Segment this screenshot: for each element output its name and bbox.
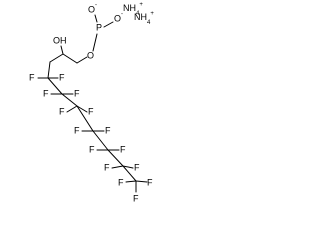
fluorine-14: F [147,177,153,187]
ammonium-1: NH4 + [123,2,143,17]
bond-c4-c5 [92,130,109,151]
fluorine-9: F [89,144,95,154]
fluorine-3: F [43,88,49,98]
bond-o-p [94,14,98,23]
bond-c1-c2 [47,77,63,95]
bond-c5-c6 [107,149,124,167]
bond-c3-c4 [76,105,94,132]
hydroxyl-group: OH [53,35,67,45]
ammonium-2-label: NH [134,12,147,22]
fluorine-12: F [134,162,140,172]
bond-choh-oh [60,45,64,55]
bond-c7-f-right [135,180,148,183]
ammonium-ions: NH4+ NH4+ [123,2,154,26]
oxygen-top-charge: - [95,3,97,9]
bond-c3-f-right [76,105,88,113]
bond-ch2-choh [62,53,78,64]
fluorine-1: F [29,72,35,82]
fluorine-4: F [74,88,80,98]
structural-formula: O - P O - O NH4+ NH4+ OH F F F F F F F F… [29,2,154,204]
bond-c2-c3 [61,93,78,107]
phosphate-group: O - P O - O [87,3,123,61]
bond-c3-f-left [66,105,78,113]
fluorine-5: F [59,106,65,116]
ammonium-2-subscript: 4 [147,20,151,26]
bond-o-ch2 [76,56,88,64]
oxygen-right-charge: - [121,12,123,18]
bond-c6-f-right [122,165,134,169]
fluorine-7: F [74,125,80,135]
ammonium-1-subscript: 4 [136,11,140,17]
fluorine-8: F [105,125,111,135]
oxygen-anion-top: O [88,4,95,14]
bond-p-o-right [103,21,114,28]
bond-lines [37,14,148,193]
ammonium-1-charge: + [139,2,143,8]
ester-oxygen: O [87,50,94,60]
bond-p-o-ester [92,33,98,52]
fluorine-11: F [104,162,110,172]
fluorine-15: F [133,193,139,203]
ammonium-2-charge: + [150,11,154,17]
ammonium-2: NH4 + [134,11,154,26]
oxygen-anion-right: O [114,13,121,23]
fluorine-6: F [88,106,94,116]
bond-c6-f-left [111,165,124,169]
bond-c6-c7 [122,165,137,182]
fluorine-10: F [120,144,126,154]
ammonium-1-label: NH [123,3,136,13]
bond-choh-ch2 [49,53,64,63]
bond-c7-f-left [125,180,137,183]
fluorine-2: F [59,72,65,82]
bond-ch2-cf2-1 [47,61,51,79]
phosphorus-atom: P [96,22,102,32]
fluorine-13: F [118,177,124,187]
fluorine-atoms: F F F F F F F F F F F F F F F [29,72,153,203]
